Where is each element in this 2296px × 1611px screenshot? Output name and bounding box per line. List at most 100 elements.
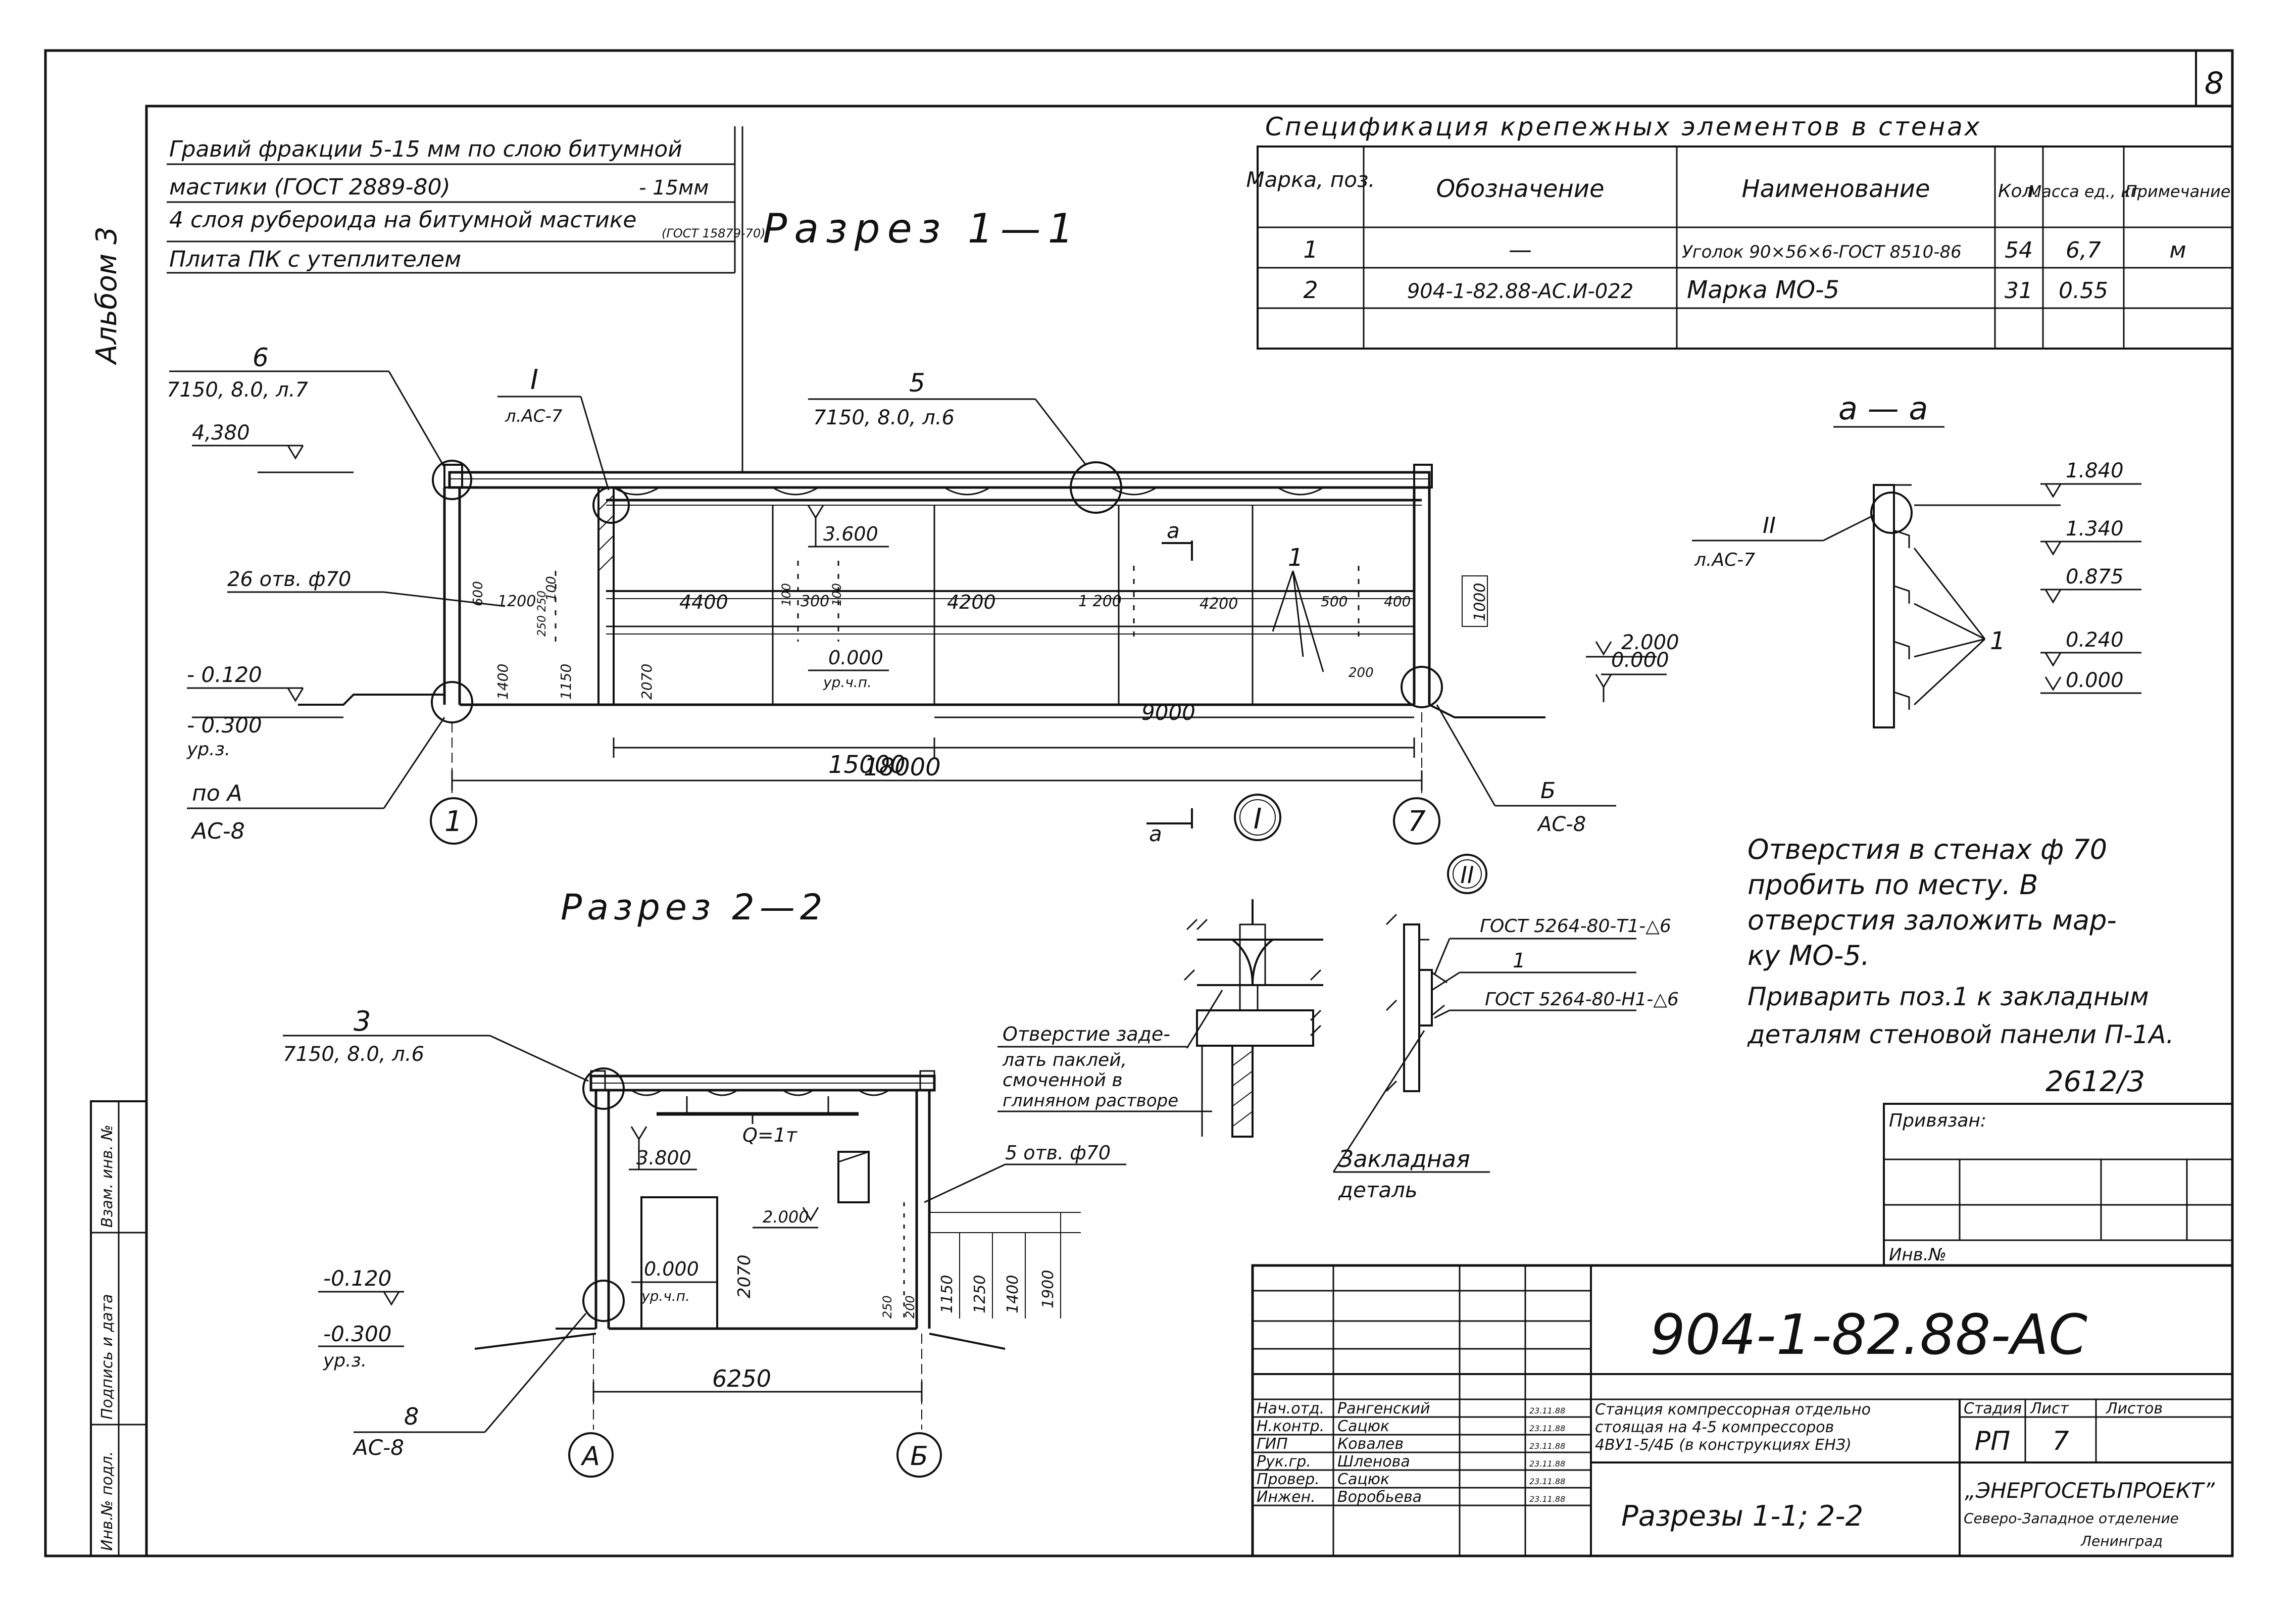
node-II-pos: 1 [1513, 949, 1525, 972]
s1-ur-z: ур.з. [186, 739, 230, 760]
s1-dim-100a: 100 [544, 576, 559, 601]
tb-desc-2: стоящая на 4-5 компрессоров [1595, 1419, 1834, 1436]
node-II-marker: II [1460, 861, 1474, 889]
spec-r1-qty: 54 [2005, 237, 2033, 263]
spec-r1-mass: 6,7 [2066, 237, 2101, 263]
spec-h-name: Наименование [1741, 175, 1930, 203]
tb-date-1: 23.11.88 [1529, 1424, 1565, 1433]
tb-date-3: 23.11.88 [1529, 1459, 1565, 1469]
sheet-number: 8 [2205, 66, 2224, 101]
note-line-4: ку МО-5. [1748, 940, 1870, 971]
s2-axis-A: А [580, 1441, 600, 1472]
s1-callout-5-ref: 7150, 8.0, л.6 [813, 406, 955, 429]
section-2-title: Разрез 2—2 [561, 887, 827, 928]
s1-elev-m0120: - 0.120 [187, 662, 262, 687]
tb-role-1: Н.контр. [1257, 1418, 1324, 1435]
s1-leader-1: 1 [1288, 544, 1304, 572]
spec-r1-pos: 1 [1303, 236, 1318, 263]
spec-h-note: Примечание [2125, 182, 2231, 201]
s1-ur-chp: ур.ч.п. [823, 674, 872, 691]
s1-dim-1400: 1400 [494, 664, 511, 700]
tb-org-2: Северо-Западное отделение [1964, 1510, 2179, 1527]
binding-inv: Инв.№ [1889, 1245, 1946, 1265]
s1-elev-3600: 3.600 [823, 523, 878, 545]
aa-title: а — а [1838, 390, 1928, 427]
tb-sheet: 7 [2052, 1426, 2069, 1456]
roof-note-3: 4 слоя рубероида на битумной мастике [169, 207, 636, 233]
s2-dim-6250: 6250 [712, 1365, 771, 1392]
tb-desc-1: Станция компрессорная отдельно [1595, 1401, 1871, 1419]
s1-callout-I-num: I [530, 364, 538, 396]
s1-dim-400: 400 [1384, 593, 1411, 610]
aa-e0875: 0.875 [2066, 565, 2124, 589]
s1-dim-1200b: 1 200 [1078, 593, 1122, 610]
tb-drawing-title: Разрезы 1-1; 2-2 [1621, 1500, 1863, 1533]
s1-holes-label: 26 отв. ф70 [227, 568, 352, 591]
s2-dim-250: 250 [880, 1295, 894, 1319]
roof-note-2: мастики (ГОСТ 2889-80) [169, 174, 451, 200]
roof-note-4: Плита ПК с утеплителем [169, 247, 461, 272]
s1-dim-100c: 100 [830, 583, 844, 606]
node-I-note-4: глиняном растворе [1003, 1091, 1178, 1111]
s1-dim-100b: 100 [779, 583, 793, 606]
s1-dim-600: 600 [471, 581, 486, 606]
spec-r2-qty: 31 [2005, 278, 2033, 304]
inner-frame [145, 105, 2234, 1557]
spec-r2-des: 904-1-82.88-АС.И-022 [1407, 280, 1633, 303]
node-II-note-2: деталь [1338, 1178, 1418, 1202]
s1-elev-m0300: - 0.300 [187, 713, 262, 738]
s2-dim-1900: 1900 [1039, 1270, 1057, 1308]
side-stamp: Инв.№ подл. Подпись и дата Взам. инв. № [90, 1100, 147, 1557]
s2-elev-m0300: -0.300 [323, 1322, 391, 1346]
tb-date-2: 23.11.88 [1529, 1441, 1565, 1451]
s2-callout-8-ref: АС-8 [352, 1435, 404, 1460]
node-I-note-2: лать паклей, [1002, 1050, 1127, 1070]
tb-role-0: Нач.отд. [1257, 1400, 1324, 1418]
spec-h-designation: Обозначение [1436, 175, 1604, 203]
spec-h-qty: Кол. [1998, 181, 2039, 202]
s1-dim-1200: 1200 [497, 593, 536, 610]
s1-callout-A-num: по А [192, 780, 242, 806]
s2-elev-0000: 0.000 [644, 1258, 699, 1280]
s1-elev-r0000: 0.000 [1611, 649, 1669, 672]
s1-dim-4200b: 4200 [1200, 595, 1238, 613]
s1-dim-9000: 9000 [1141, 700, 1195, 725]
notes: Отверстия в стенах ф 70 пробить по месту… [1747, 834, 2174, 1098]
spec-table: Спецификация крепежных элементов в стена… [1246, 112, 2233, 350]
tb-stage: РП [1975, 1426, 2010, 1456]
tb-date-5: 23.11.88 [1529, 1494, 1565, 1504]
spec-r2-name: Марка МО-5 [1687, 276, 1839, 304]
s2-dim-1150: 1150 [938, 1275, 956, 1313]
node-II-detail: II ГОСТ 5264-80-Т1-△6 1 ГОСТ 5264-80-Н1-… [1332, 854, 1679, 1202]
tb-name-0: Рангенский [1337, 1400, 1430, 1418]
s1-axis-1: 1 [444, 805, 463, 838]
tb-code: 904-1-82.88-АС [1650, 1302, 2087, 1367]
tb-date-0: 23.11.88 [1529, 1406, 1565, 1415]
s1-callout-B-ref: АС-8 [1536, 813, 1586, 836]
tb-name-3: Шленова [1337, 1453, 1410, 1471]
spec-h-mass: Масса ед., кг [2028, 182, 2139, 201]
aa-e1840: 1.840 [2066, 459, 2124, 482]
s2-dim-1250: 1250 [971, 1275, 989, 1313]
s2-callout-3-num: 3 [354, 1005, 371, 1037]
aa-e0000: 0.000 [2066, 669, 2124, 692]
s2-elev-3800: 3.800 [636, 1147, 691, 1169]
s2-dim-1400: 1400 [1004, 1275, 1022, 1313]
node-II-note-1: Закладная [1338, 1145, 1470, 1173]
s2-holes-label: 5 отв. ф70 [1005, 1142, 1111, 1164]
roof-note-2b: - 15мм [639, 176, 709, 200]
sheet-number-box [2195, 50, 2233, 107]
node-II-gost-2: ГОСТ 5264-80-Н1-△6 [1485, 989, 1679, 1010]
s1-callout-I-ref: л.АС-7 [505, 406, 563, 426]
section-1-title: Разрез 1—1 [763, 205, 1081, 252]
tb-role-2: ГИП [1257, 1435, 1288, 1453]
s1-elev-r2000: 2.000 [1621, 631, 1679, 654]
side-album-label: Альбом 3 [90, 226, 123, 365]
aa-callout-II-ref: л.АС-7 [1694, 550, 1755, 570]
aa-leader-1: 1 [1990, 627, 2006, 655]
s1-dim-4200a: 4200 [947, 591, 996, 613]
spec-title: Спецификация крепежных элементов в стена… [1265, 112, 1981, 141]
s1-callout-6-ref: 7150, 8.0, л.7 [167, 378, 309, 402]
spec-r2-mass: 0.55 [2059, 278, 2108, 304]
